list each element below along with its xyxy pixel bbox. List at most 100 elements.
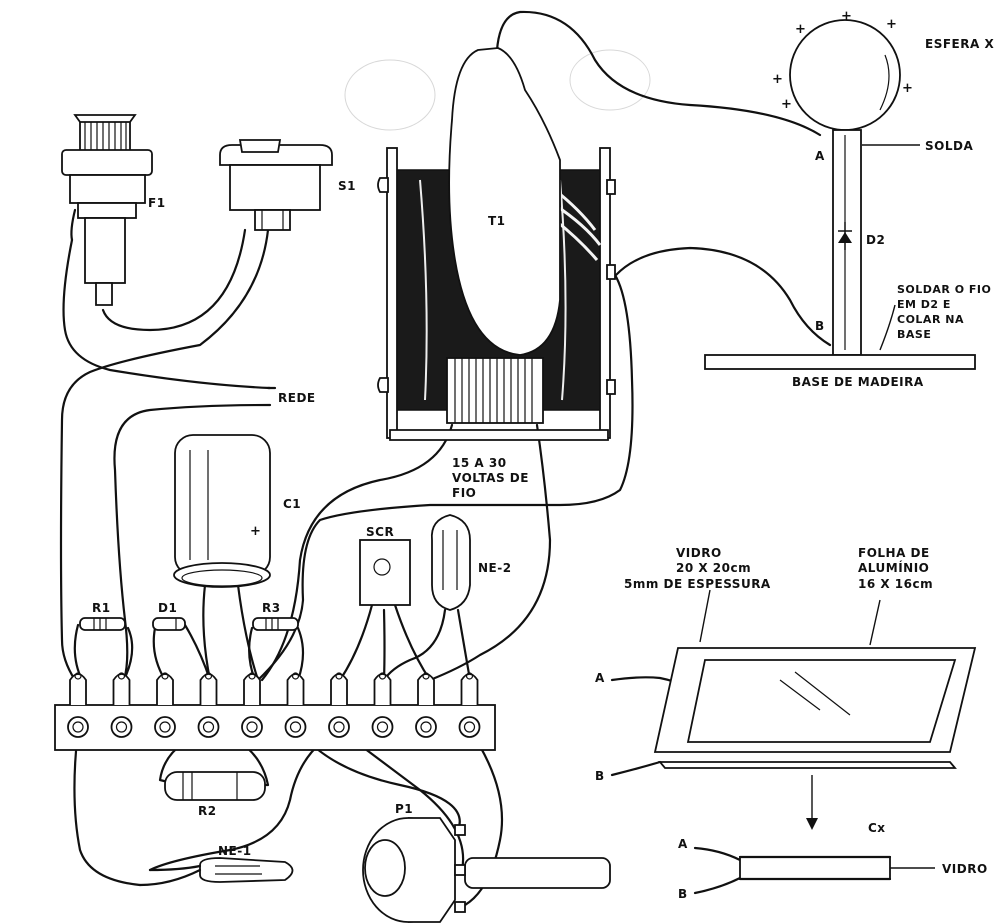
label-d1: D1: [158, 601, 177, 615]
resistor-r2: [164, 771, 266, 801]
label-foil-3: 16 X 16cm: [858, 577, 933, 591]
terminal-screw-inner: [333, 721, 345, 733]
terminal-screw: [197, 716, 220, 738]
terminal-screw: [328, 716, 350, 738]
terminal-screw: [241, 716, 263, 738]
fuse-holder-f1: [61, 114, 153, 306]
solder-lug: [112, 673, 131, 705]
charge-sign-5: +: [886, 17, 897, 32]
label-glass-2: 20 X 20cm: [676, 561, 751, 575]
terminal-strip: [54, 672, 496, 751]
label-s1: S1: [338, 179, 356, 193]
label-a-plate: A: [595, 671, 605, 685]
terminal-screw-inner: [463, 721, 476, 733]
label-winding-1: 15 A 30: [452, 456, 507, 470]
lug-hole: [204, 672, 213, 680]
terminal-screw: [110, 716, 133, 738]
label-glass-3: 5mm DE ESPESSURA: [624, 577, 771, 591]
label-winding-2: VOLTAS DE: [452, 471, 529, 485]
label-r1: R1: [92, 601, 111, 615]
terminal-screw-inner: [202, 721, 215, 733]
capacitor-c1: [173, 434, 271, 588]
diode-d1: [152, 617, 186, 631]
transformer-t1: [377, 47, 616, 441]
resistor-r1: [79, 617, 126, 631]
terminal-screw-inner: [246, 721, 258, 733]
scr: [359, 539, 411, 606]
lug-hole: [117, 672, 126, 680]
terminal-screw: [154, 716, 176, 738]
label-c1: C1: [283, 497, 301, 511]
terminal-screw: [284, 716, 307, 738]
switch-s1: [219, 139, 333, 231]
label-ne1: NE-1: [218, 844, 252, 858]
neon-lamp-ne1: [138, 857, 294, 887]
charge-sign-6: +: [902, 81, 913, 96]
lug-hole: [378, 672, 387, 680]
solder-lug: [286, 673, 305, 705]
neon-lamp-ne2: [430, 514, 471, 611]
solder-lug: [373, 673, 392, 705]
label-cx: Cx: [868, 821, 886, 835]
terminal-screw: [415, 716, 437, 738]
label-r2: R2: [198, 804, 217, 818]
label-b-side: B: [678, 887, 688, 901]
lug-hole: [422, 672, 430, 680]
charge-sign-1: +: [841, 9, 852, 24]
label-p1: P1: [395, 802, 413, 816]
label-winding-3: FIO: [452, 486, 476, 500]
label-wood-base: BASE DE MADEIRA: [792, 375, 924, 389]
label-b-plate: B: [595, 769, 605, 783]
charge-sign-4: +: [781, 97, 792, 112]
charge-sign-3: +: [772, 72, 783, 87]
background-ghosts: [344, 49, 651, 131]
resistor-r3: [252, 617, 299, 631]
terminal-screw: [458, 716, 481, 738]
label-d2: D2: [866, 233, 885, 247]
terminal-screw-inner: [115, 721, 128, 733]
label-scr: SCR: [366, 525, 394, 539]
terminal-screw: [67, 716, 89, 738]
label-a-side: A: [678, 837, 688, 851]
solder-lug: [156, 673, 174, 705]
lug-hole: [248, 672, 256, 680]
label-foil-1: FOLHA DE: [858, 546, 930, 560]
label-solder-note-4: BASE: [897, 328, 931, 341]
terminal-screw: [371, 716, 394, 738]
glass-plate-capacitor: [653, 589, 977, 881]
label-solda: SOLDA: [925, 139, 973, 153]
sphere-assembly: [704, 19, 976, 370]
terminal-screw-inner: [289, 721, 302, 733]
terminal-screw-inner: [420, 721, 432, 733]
label-c1-plus: +: [250, 524, 261, 539]
lug-hole: [74, 672, 82, 680]
solder-lug: [417, 673, 435, 705]
lug-hole: [161, 672, 169, 680]
terminal-screw-inner: [376, 721, 389, 733]
lug-hole: [335, 672, 343, 680]
terminal-screw-inner: [72, 721, 84, 733]
charge-sign-2: +: [795, 22, 806, 37]
label-f1: F1: [148, 196, 166, 210]
potentiometer-p1: [362, 817, 611, 923]
solder-lug: [243, 673, 261, 705]
solder-lug: [199, 673, 218, 705]
solder-lug: [330, 673, 348, 705]
label-glass-1: VIDRO: [676, 546, 722, 560]
terminal-screw-inner: [159, 721, 171, 733]
label-rede: REDE: [278, 391, 316, 405]
label-a-sphere: A: [815, 149, 825, 163]
label-solder-note-1: SOLDAR O FIO: [897, 283, 991, 296]
label-r3: R3: [262, 601, 281, 615]
labels: F1 S1 REDE T1 15 A 30 VOLTAS DE FIO C1 +…: [92, 9, 994, 901]
lug-hole: [465, 672, 474, 680]
solder-lug: [69, 673, 87, 705]
label-foil-2: ALUMÍNIO: [858, 560, 929, 575]
label-sphere: ESFERA X: [925, 37, 994, 51]
label-solder-note-3: COLAR NA: [897, 313, 964, 326]
label-b-sphere: B: [815, 319, 825, 333]
lug-hole: [291, 672, 300, 680]
solder-lug: [460, 673, 479, 705]
label-vidro: VIDRO: [942, 862, 988, 876]
